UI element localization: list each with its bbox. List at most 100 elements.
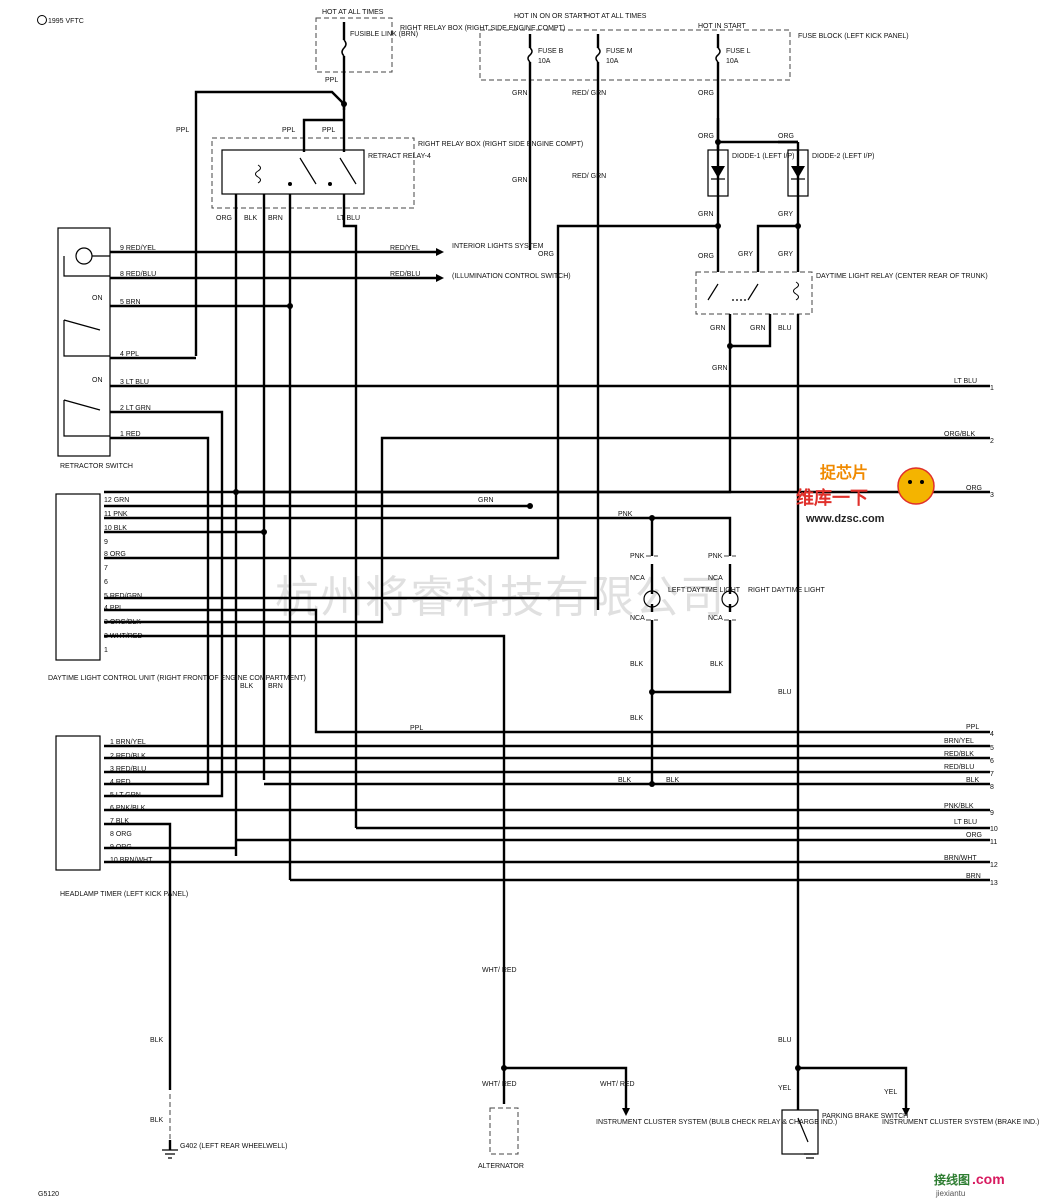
wire-label: RED/ GRN xyxy=(572,90,606,97)
wire-label: ORG xyxy=(538,251,554,258)
svg-text:6 PNK/BLK: 6 PNK/BLK xyxy=(110,805,146,812)
wire-label: BLU xyxy=(778,689,792,696)
svg-text:BRN/WHT: BRN/WHT xyxy=(944,855,977,862)
svg-text:FUSE B: FUSE B xyxy=(538,48,564,55)
wire-label: GRN xyxy=(712,365,728,372)
pin-label: 8 RED/BLU xyxy=(120,271,156,278)
svg-text:9: 9 xyxy=(990,810,994,817)
wire-label: RED/YEL xyxy=(390,245,420,252)
retract-relay-box xyxy=(211,137,415,209)
retract-relay-location: RIGHT RELAY BOX (RIGHT SIDE ENGINE COMPT… xyxy=(418,141,583,148)
svg-text:捉芯片: 捉芯片 xyxy=(820,463,868,482)
wire-label: PNK xyxy=(630,553,645,560)
pin-label: 4 PPL xyxy=(120,351,139,358)
svg-text:PNK/BLK: PNK/BLK xyxy=(944,803,974,810)
retractor-switch xyxy=(57,227,111,457)
svg-text:RED/BLU: RED/BLU xyxy=(944,764,974,771)
wire-label: ORG xyxy=(778,133,794,140)
svg-text:接线图: 接线图 xyxy=(934,1172,970,1187)
wire-label: GRN xyxy=(478,497,494,504)
relay-contact xyxy=(299,157,357,185)
wire-label: BLK xyxy=(630,715,644,722)
svg-text:11 PNK: 11 PNK xyxy=(104,511,128,518)
ppl-feed-wire xyxy=(194,90,345,356)
relay-coil-icon xyxy=(255,164,261,184)
svg-text:BRN: BRN xyxy=(966,873,981,880)
svg-text:4: 4 xyxy=(990,731,994,738)
jiexiantu-mark: 接线图 .com jiexiantu xyxy=(934,1171,1005,1198)
svg-text:5 RED/GRN: 5 RED/GRN xyxy=(104,593,142,600)
wire-label: BLU xyxy=(778,325,792,332)
retract-relay-title: RETRACT RELAY-4 xyxy=(368,153,431,160)
diode-2 xyxy=(787,149,809,197)
svg-text:8: 8 xyxy=(990,784,994,791)
wire-label: PPL xyxy=(325,77,338,84)
dlcu-title: DAYTIME LIGHT CONTROL UNIT (RIGHT FRONT … xyxy=(48,675,306,682)
cluster2-label: INSTRUMENT CLUSTER SYSTEM (BRAKE IND.) xyxy=(882,1119,1039,1126)
footer-code: G5120 xyxy=(38,1191,59,1198)
svg-text:ORG: ORG xyxy=(966,485,982,492)
fuse-icon xyxy=(527,47,533,63)
org-dlcu-wire xyxy=(104,224,718,560)
pin-label: 2 LT GRN xyxy=(120,405,151,412)
interior-lights-wires xyxy=(110,250,440,280)
hot-in-start: HOT IN START xyxy=(698,23,747,30)
wire-label: ORG xyxy=(698,90,714,97)
parking-brake-label: PARKING BRAKE SWITCH xyxy=(822,1113,908,1120)
hot-all-times-2: HOT AT ALL TIMES xyxy=(585,13,647,20)
wire-label: PPL xyxy=(176,127,189,134)
fusible-link-box xyxy=(315,17,393,73)
svg-text:LT BLU: LT BLU xyxy=(954,819,977,826)
nca-label: NCA xyxy=(630,615,645,622)
lt-blu-wire xyxy=(342,194,358,828)
svg-text:5 LT GRN: 5 LT GRN xyxy=(110,792,141,799)
svg-text:2 RED/BLK: 2 RED/BLK xyxy=(110,753,146,760)
svg-text:ORG: ORG xyxy=(966,832,982,839)
svg-text:12 GRN: 12 GRN xyxy=(104,497,129,504)
svg-text:13: 13 xyxy=(990,880,998,887)
hot-in-on: HOT IN ON OR START xyxy=(514,13,587,20)
interior-lights-label: INTERIOR LIGHTS SYSTEM xyxy=(452,243,544,250)
wire-label: GRY xyxy=(738,251,753,258)
wire-label: GRY xyxy=(778,211,793,218)
switch-on-label: ON xyxy=(92,295,103,302)
wire-label: YEL xyxy=(884,1089,897,1096)
arrow-icon xyxy=(902,1108,910,1116)
fusible-link-icon xyxy=(341,39,347,57)
svg-text:10A: 10A xyxy=(726,58,739,65)
svg-text:10A: 10A xyxy=(538,58,551,65)
wht-red-wire xyxy=(104,634,506,1068)
wire-label: LT BLU xyxy=(337,215,360,222)
wire-label: BLK xyxy=(150,1037,164,1044)
svg-text:7: 7 xyxy=(104,565,108,572)
wire-label: RED/ GRN xyxy=(572,173,606,180)
wire-label: BLK xyxy=(244,215,258,222)
wire-label: BLK xyxy=(630,661,644,668)
diode-1-label: DIODE-1 (LEFT I/P) xyxy=(732,153,795,160)
svg-text:.com: .com xyxy=(972,1171,1005,1187)
arrow-icon xyxy=(622,1108,630,1116)
relay-contact xyxy=(707,283,759,301)
ground-wire xyxy=(104,822,172,1090)
svg-text:1: 1 xyxy=(104,647,108,654)
retract-relay xyxy=(221,149,365,195)
svg-text:www.dzsc.com: www.dzsc.com xyxy=(805,513,885,525)
ground-label: G402 (LEFT REAR WHEELWELL) xyxy=(180,1143,288,1150)
right-relay-box-label: RIGHT RELAY BOX (RIGHT SIDE ENGINE COMPT… xyxy=(400,25,565,32)
nca-label: NCA xyxy=(708,575,723,582)
wire-label: BLK xyxy=(710,661,724,668)
pin-label: 9 RED/YEL xyxy=(120,245,156,252)
svg-text:ORG/BLK: ORG/BLK xyxy=(944,431,975,438)
svg-text:8 ORG: 8 ORG xyxy=(104,551,126,558)
alternator-label: ALTERNATOR xyxy=(478,1163,524,1170)
svg-text:1 BRN/YEL: 1 BRN/YEL xyxy=(110,739,146,746)
wire-label: PNK xyxy=(618,511,633,518)
wire-label: WHT/ RED xyxy=(482,1081,517,1088)
wire-label: BRN xyxy=(268,683,283,690)
diode-icon xyxy=(791,166,805,178)
diode-icon xyxy=(711,166,725,178)
headlamp-timer xyxy=(55,735,101,871)
